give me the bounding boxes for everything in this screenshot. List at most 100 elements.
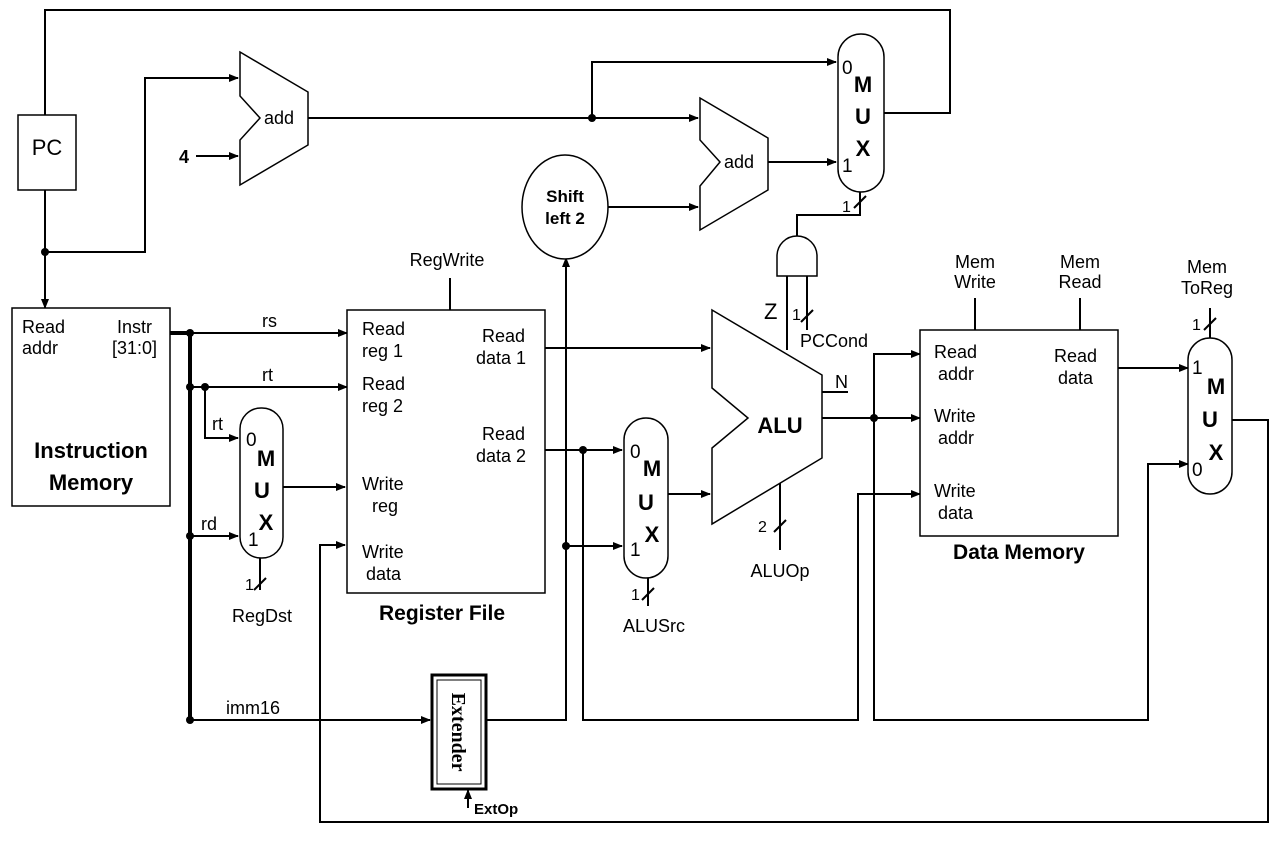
imem-bits-label: [31:0]	[112, 338, 157, 358]
mux-input-0: 0	[1192, 460, 1203, 481]
mux-m: M	[257, 446, 275, 471]
junction	[186, 716, 194, 724]
mux-input-1: 1	[248, 530, 259, 551]
width-slash	[773, 519, 787, 533]
regdst-mux: 0 M U X 1	[239, 407, 284, 559]
branch-sel-width: 1	[842, 199, 851, 216]
instruction-memory: Read addr Instr [31:0] Instruction Memor…	[11, 307, 171, 507]
rs-label: rs	[262, 311, 277, 331]
memtoreg-label-2: ToReg	[1181, 278, 1233, 298]
imem-addr-label: addr	[22, 338, 58, 358]
alu-to-raddr-wire	[873, 350, 921, 418]
mux-m: M	[1207, 374, 1225, 399]
register-file: Read reg 1 Read reg 2 Write reg Write da…	[346, 309, 546, 594]
mux-u: U	[1202, 407, 1218, 432]
rf-wra: Write	[362, 474, 404, 494]
memtoreg-label-1: Mem	[1187, 257, 1227, 277]
alu: ALU	[711, 308, 823, 526]
mux-u: U	[855, 104, 871, 129]
width-slash	[853, 195, 867, 209]
mux-u: U	[638, 490, 654, 515]
pc-to-add-wire	[45, 74, 239, 253]
shift-label-2: left 2	[545, 209, 585, 228]
imem-title-1: Instruction	[34, 438, 148, 463]
junction	[579, 446, 587, 454]
adder2-label: add	[724, 152, 754, 172]
width-slash	[800, 309, 814, 323]
alu-bypass-wire	[873, 418, 1189, 721]
rf-rr1b: reg 1	[362, 341, 403, 361]
negative-flag-label: N	[835, 372, 848, 392]
rf-wdb: data	[366, 564, 402, 584]
wires	[41, 9, 1269, 823]
branch-mux: 0 M U X 1	[837, 33, 885, 193]
extender: Extender	[430, 673, 488, 791]
rf-rr2a: Read	[362, 374, 405, 394]
mux-m: M	[854, 72, 872, 97]
rf-rd2a: Read	[482, 424, 525, 444]
alusrc-width: 1	[631, 587, 640, 604]
rf-wrb: reg	[372, 496, 398, 516]
rf-rr2b: reg 2	[362, 396, 403, 416]
width-slash	[1203, 317, 1217, 331]
aluop-label: ALUOp	[750, 561, 809, 581]
rf-rd1b: data 1	[476, 348, 526, 368]
mux-input-1: 1	[1192, 358, 1203, 379]
junction	[588, 114, 596, 122]
dm-wda: Write	[934, 481, 976, 501]
pc4-to-mux-wire	[591, 58, 837, 118]
rf-wda: Write	[362, 542, 404, 562]
imm16-label: imm16	[226, 698, 280, 718]
width-slash	[253, 577, 267, 591]
width-slash	[641, 587, 655, 601]
dm-wdb: data	[938, 503, 974, 523]
register-file-title: Register File	[379, 602, 505, 625]
aluop-width: 2	[758, 519, 767, 536]
mux-x: X	[259, 510, 274, 535]
junction	[186, 532, 194, 540]
adder1-label: add	[264, 108, 294, 128]
mux-input-1: 1	[630, 540, 641, 561]
mux-x: X	[856, 136, 871, 161]
and-gate	[776, 235, 818, 277]
imem-instr-label: Instr	[117, 317, 152, 337]
data-memory-title: Data Memory	[953, 541, 1085, 564]
imem-title-2: Memory	[49, 470, 134, 495]
memread-label-1: Mem	[1060, 252, 1100, 272]
mux-x: X	[1209, 440, 1224, 465]
pc-label: PC	[32, 135, 63, 160]
mux-input-0: 0	[246, 430, 257, 451]
alusrc-label: ALUSrc	[623, 616, 685, 636]
memtoreg-mux: 1 M U X 0	[1187, 337, 1233, 495]
ext-out-wire	[486, 257, 570, 721]
rf-rd1a: Read	[482, 326, 525, 346]
pccond-width: 1	[792, 307, 801, 324]
pc-next-wire	[41, 9, 951, 129]
dm-raa: Read	[934, 342, 977, 362]
rf-rd2b: data 2	[476, 446, 526, 466]
junction	[201, 383, 209, 391]
memwrite-label-1: Mem	[955, 252, 995, 272]
regdst-width: 1	[245, 577, 254, 594]
memtoreg-width: 1	[1192, 317, 1201, 334]
alu-label: ALU	[757, 413, 802, 438]
junction	[186, 329, 194, 337]
junction	[186, 383, 194, 391]
mux-input-0: 0	[842, 58, 853, 79]
rf-rr1a: Read	[362, 319, 405, 339]
extop-label: ExtOp	[474, 801, 518, 818]
branch-adder: add	[699, 96, 769, 232]
pc-register: PC	[17, 114, 77, 191]
extender-label: Extender	[447, 693, 469, 772]
junction	[562, 542, 570, 550]
regwrite-label: RegWrite	[410, 250, 485, 270]
junction	[870, 414, 878, 422]
dm-rdb: data	[1058, 368, 1094, 388]
data-memory: Read addr Write addr Write data Read dat…	[919, 329, 1119, 537]
dm-waa: Write	[934, 406, 976, 426]
pccond-label: PCCond	[800, 331, 868, 351]
mux-m: M	[643, 456, 661, 481]
junction	[41, 248, 49, 256]
memwrite-label-2: Write	[954, 272, 996, 292]
